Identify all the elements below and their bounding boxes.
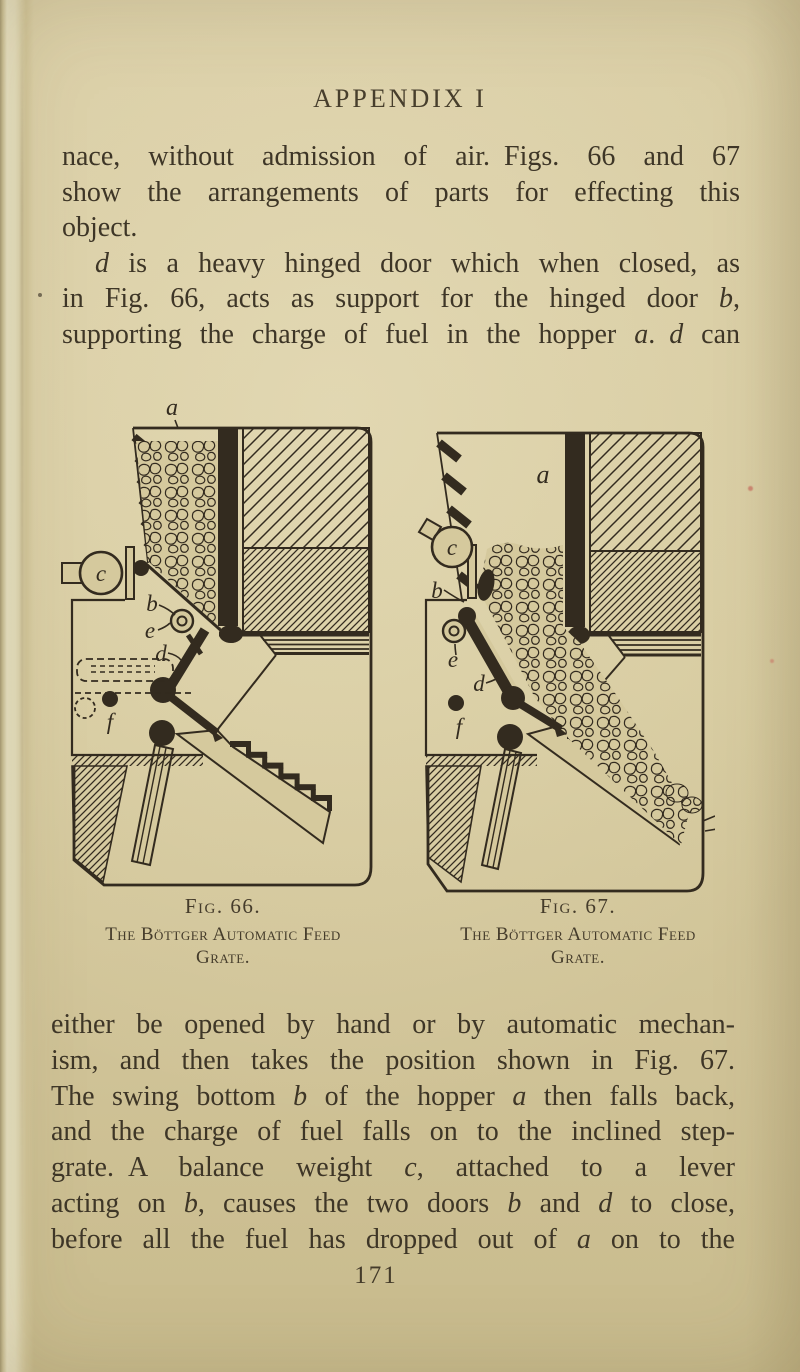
- red-speck: [748, 486, 753, 491]
- fig67-label-f: f: [456, 714, 466, 739]
- fig66-balance-weight: [78, 550, 124, 596]
- paragraph-top: nace, without admission of air. Figs. 66…: [62, 139, 740, 352]
- fig67-motion-ticks: [702, 815, 715, 832]
- fig67-label-d: d: [473, 671, 485, 696]
- figures-illustration: a c b e d f: [61, 395, 715, 893]
- page-number: 171: [354, 1262, 398, 1289]
- fig67-masonry-lower: [590, 551, 701, 632]
- fig66-border: [72, 426, 373, 887]
- fig67-label-e: e: [448, 647, 458, 672]
- fig67-hopper-wall: [436, 432, 463, 601]
- text-line: nace, without admission of air. Figs. 66…: [62, 141, 740, 172]
- fig66-pivot-e: [169, 608, 195, 634]
- fig67-pivot-f: [448, 695, 464, 711]
- red-speck: [770, 659, 774, 663]
- fig66-masonry-lower: [243, 548, 369, 632]
- fig66-label-e: e: [145, 618, 155, 643]
- fig66-grate-steps: [230, 741, 332, 811]
- fig66-dashed-lever: [76, 658, 174, 682]
- fig66-furnace-front: [217, 654, 277, 730]
- text-line: before all the fuel has dropped out of a…: [51, 1223, 735, 1255]
- text-line: and the charge of fuel falls on to the i…: [51, 1116, 735, 1148]
- fig66-door-b: [144, 561, 235, 644]
- text-line: acting on b, causes the two doors b and …: [51, 1187, 735, 1219]
- fig66-hopper-wall: [132, 427, 149, 564]
- fig67-pivot-e: [441, 618, 467, 644]
- text-line: object.: [62, 212, 138, 243]
- text-line: show the arrangements of parts for effec…: [62, 176, 740, 208]
- fig67-door-b: [477, 569, 495, 601]
- text-line: d is a heavy hinged door which when clos…: [95, 247, 740, 279]
- text-line: in Fig. 66, acts as support for the hing…: [62, 283, 740, 314]
- fig66-door-frame-plate: [125, 546, 135, 600]
- figure-67-drawing: a c b e d f: [417, 431, 715, 893]
- fig67-masonry-upper: [590, 433, 701, 551]
- text-line: supporting the charge of fuel in the hop…: [62, 318, 740, 350]
- text-line: The swing bottom b of the hopper a then …: [51, 1080, 735, 1112]
- fig66-pivot-f: [102, 691, 118, 707]
- figure-67-number: Fig. 67.: [539, 894, 617, 918]
- fig67-border: [426, 431, 705, 893]
- figure-66-drawing: a c b e d f: [61, 395, 373, 887]
- fig67-ground-bank: [425, 765, 482, 884]
- figure-67-title-line1: The Böttger Automatic Feed: [460, 924, 696, 945]
- fig66-label-f: f: [107, 709, 117, 734]
- paragraph-bottom: either be opened by hand or by automatic…: [51, 1007, 735, 1258]
- page-edge-crease: [21, 0, 23, 1372]
- ink-speck: [38, 293, 42, 297]
- fig67-label-a: a: [537, 460, 550, 489]
- figure-67-caption: Fig. 67. The Böttger Automatic Feed Grat…: [418, 894, 738, 969]
- fig66-label-a: a: [166, 395, 178, 421]
- fig67-center-wall: [565, 433, 585, 627]
- fig67-door-d-mechanism: [458, 607, 567, 871]
- figure-66-title-line2: Grate.: [196, 947, 250, 968]
- fig66-center-wall: [218, 428, 238, 626]
- figure-66-caption: Fig. 66. The Böttger Automatic Feed Grat…: [58, 894, 388, 969]
- text-line: ism, and then takes the position shown i…: [51, 1044, 735, 1076]
- fig67-coal-flow: [479, 542, 689, 845]
- fig66-masonry-upper: [243, 428, 369, 548]
- figure-67-title-line2: Grate.: [551, 947, 605, 968]
- fig66-label-d: d: [155, 641, 167, 666]
- text-line: grate. A balance weight c, attached to a…: [51, 1152, 735, 1184]
- page-title: APPENDIX I: [313, 84, 487, 113]
- fig66-label-b: b: [146, 591, 158, 616]
- fig67-label-c: c: [447, 535, 457, 560]
- figure-66-number: Fig. 66.: [184, 894, 262, 918]
- fig67-balance-weight: [430, 525, 474, 569]
- fig66-door-d-mechanism: [130, 627, 223, 867]
- fig66-ground-strip: [72, 755, 203, 766]
- text-line: either be opened by hand or by automatic…: [51, 1009, 735, 1040]
- fig66-label-c: c: [96, 561, 106, 586]
- fig67-ground-strip: [426, 755, 537, 766]
- figure-66-title-line1: The Böttger Automatic Feed: [105, 924, 341, 945]
- fig66-coal-charge: [136, 441, 235, 643]
- fig67-label-b: b: [431, 578, 443, 603]
